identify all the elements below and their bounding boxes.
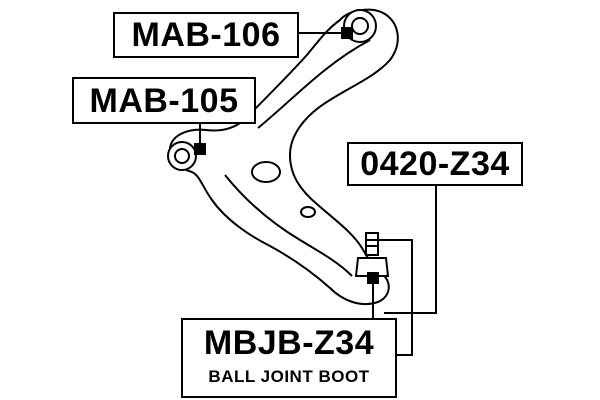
mab-106-marker: [341, 27, 353, 39]
label-mab-105-text: MAB-105: [89, 81, 239, 120]
label-0420-z34-text: 0420-Z34: [360, 145, 510, 183]
label-mab-105: MAB-105: [72, 77, 256, 124]
arm-center-hole: [251, 161, 281, 183]
arm-lower-hole: [300, 206, 316, 218]
label-ball-joint-boot-text: BALL JOINT BOOT: [208, 367, 370, 386]
mab-105-bushing: [167, 141, 197, 171]
mab-105-marker: [194, 143, 206, 155]
label-mab-106: MAB-106: [113, 12, 299, 58]
mbjb-marker: [367, 272, 379, 284]
label-mab-106-text: MAB-106: [131, 16, 281, 54]
ball-joint: [354, 232, 390, 277]
ball-joint-leader: [378, 239, 413, 356]
arm-rib: [257, 39, 371, 129]
arm-rib-lower: [224, 174, 353, 277]
label-mbjb-z34: MBJB-Z34 BALL JOINT BOOT: [181, 318, 397, 398]
control-arm-body: [168, 8, 399, 306]
label-mbjb-z34-text: MBJB-Z34: [203, 324, 375, 362]
label-0420-z34: 0420-Z34: [347, 142, 523, 186]
z0420-leader: [384, 186, 437, 314]
